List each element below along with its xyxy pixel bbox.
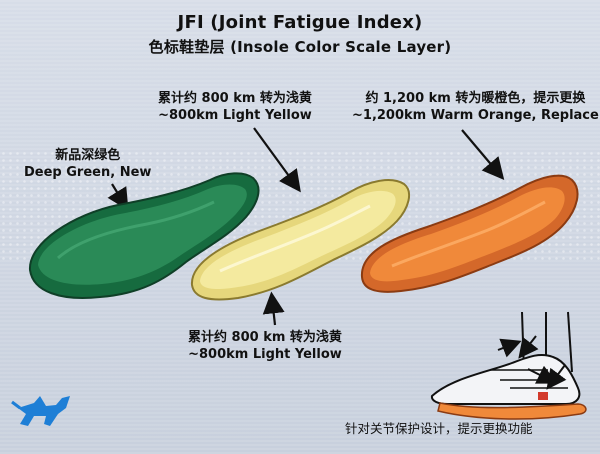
label-yellow-top: 累计约 800 km 转为浅黄 ~800km Light Yellow [158, 90, 312, 124]
label-orange-zh: 约 1,200 km 转为暖橙色，提示更换 [365, 91, 586, 106]
label-green: 新品深绿色 Deep Green, New [24, 147, 151, 181]
footer-note: 针对关节保护设计，提示更换功能 [345, 421, 533, 436]
label-orange-en: ~1,200km Warm Orange, Replace [352, 108, 599, 123]
arrow-yellow-bottom [262, 291, 285, 326]
label-green-en: Deep Green, New [24, 165, 152, 180]
label-yellow-top-en: ~800km Light Yellow [158, 108, 312, 123]
label-yellow-bottom-en: ~800km Light Yellow [188, 347, 342, 362]
label-yellow-bottom: 累计约 800 km 转为浅黄 ~800km Light Yellow [188, 329, 342, 363]
arrow-green [107, 183, 129, 211]
label-green-zh: 新品深绿色 [55, 148, 121, 163]
arrow-yellow-top [253, 127, 301, 193]
label-orange: 约 1,200 km 转为暖橙色，提示更换 ~1,200km Warm Oran… [352, 90, 599, 124]
page-subtitle: 色标鞋垫层 (Insole Color Scale Layer) [148, 38, 452, 56]
running-cat-icon [11, 396, 70, 426]
pointer-arrows [107, 127, 505, 326]
label-yellow-top-zh: 累计约 800 km 转为浅黄 [158, 91, 312, 106]
page-title: JFI (Joint Fatigue Index) [177, 12, 423, 33]
insole-yellow [190, 179, 411, 301]
shoe-replace-icon [430, 311, 587, 420]
insole-orange [360, 174, 579, 293]
arrow-orange [461, 129, 505, 181]
label-yellow-bottom-zh: 累计约 800 km 转为浅黄 [188, 330, 342, 345]
insole-green [28, 172, 260, 299]
